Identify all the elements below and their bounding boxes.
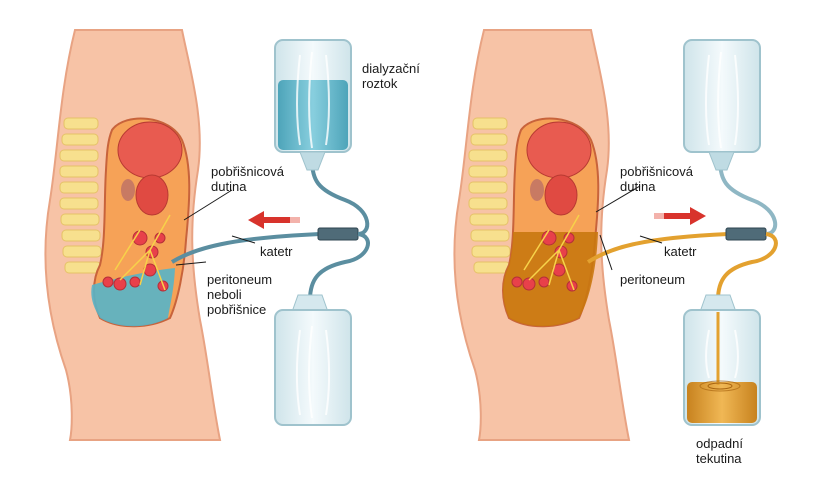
left-flow-arrow xyxy=(248,211,300,229)
left-stomach xyxy=(135,174,169,216)
left-leader-lines xyxy=(175,189,256,266)
right-catheter xyxy=(586,232,729,264)
left-tube-up xyxy=(310,159,370,236)
right-panel xyxy=(453,29,778,441)
right-kidney xyxy=(530,179,544,201)
right-stomach xyxy=(544,174,578,216)
left-tube-down xyxy=(308,232,370,301)
left-panel xyxy=(44,29,370,441)
right-flow-arrow xyxy=(654,207,706,225)
label-left-peritoneum: peritoneum neboli pobřišnice xyxy=(207,272,273,317)
label-left-catheter: katetr xyxy=(260,244,293,259)
left-catheter xyxy=(170,232,321,264)
label-right-peritoneal-cavity: pobřišnicová dutina xyxy=(620,164,693,194)
right-waste-bag xyxy=(683,294,761,426)
label-right-peritoneum: peritoneum xyxy=(620,272,686,287)
right-spine xyxy=(468,117,511,274)
left-drain-bag xyxy=(274,294,352,426)
left-connector xyxy=(317,227,359,241)
right-solution-bag xyxy=(683,39,761,171)
right-tube-up xyxy=(718,159,778,236)
right-tube-down xyxy=(716,232,778,301)
left-kidney xyxy=(121,179,135,201)
right-connector xyxy=(725,227,767,241)
label-left-peritoneal-cavity: pobřišnicová dutina xyxy=(211,164,284,194)
label-waste-fluid: odpadní tekutina xyxy=(696,436,743,466)
label-dialysis-solution: dialyzační roztok xyxy=(362,61,420,91)
left-spine xyxy=(59,117,102,274)
right-leader-lines xyxy=(595,185,663,271)
right-liver xyxy=(526,121,592,179)
label-right-catheter: katetr xyxy=(664,244,697,259)
left-liver xyxy=(117,121,183,179)
right-vessels xyxy=(523,214,580,291)
left-vessels xyxy=(114,214,171,291)
left-solution-bag xyxy=(274,39,352,171)
right-intestines xyxy=(511,230,578,292)
